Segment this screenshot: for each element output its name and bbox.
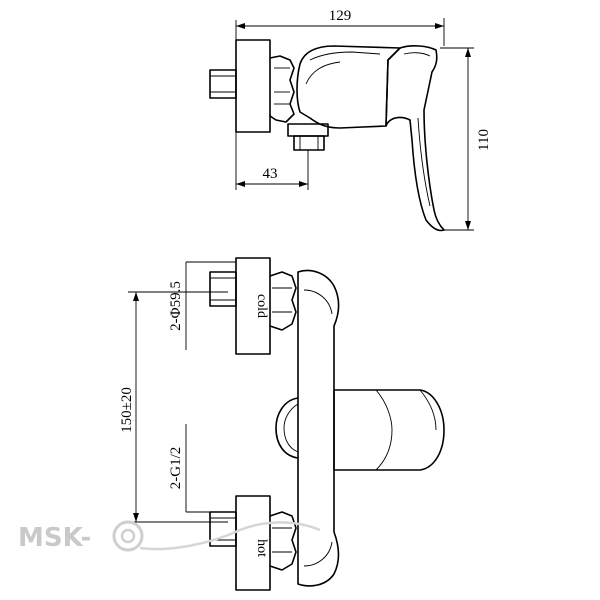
dimension-height-label: 110	[476, 129, 492, 151]
cold-inlet: cold	[209, 257, 297, 355]
mixer-body	[296, 45, 401, 129]
mixer-body-vertical	[297, 269, 340, 587]
watermark-text: MSK-	[18, 523, 91, 553]
dimension-center-distance: 150±20	[119, 291, 228, 523]
dimension-width-label: 129	[329, 8, 352, 24]
dimension-diameter-label: 2-Φ59.5	[168, 281, 184, 331]
cartridge-back	[275, 397, 299, 459]
cold-label: cold	[254, 294, 269, 318]
top-view: 129	[209, 8, 492, 232]
dimension-center-distance-label: 150±20	[119, 387, 135, 433]
dimension-offset-label: 43	[263, 166, 278, 182]
dimension-height: 110	[440, 47, 492, 231]
dimension-diameter: 2-Φ59.5	[168, 261, 236, 350]
inlet-stub	[209, 69, 237, 99]
dimension-thread: 2-G1/2	[168, 424, 210, 513]
dimension-width: 129	[235, 8, 445, 46]
dimension-thread-label: 2-G1/2	[168, 447, 184, 490]
hot-inlet: hot	[209, 495, 297, 591]
hex-nut	[269, 55, 295, 123]
watermark: MSK-	[18, 520, 321, 553]
lever-front	[333, 389, 445, 471]
escutcheon-flange	[235, 39, 271, 133]
dimension-offset: 43	[235, 132, 309, 190]
hot-label: hot	[254, 539, 269, 557]
outlet-connector	[287, 123, 329, 151]
lever-handle	[385, 45, 445, 232]
front-view: 150±20 2-Φ59.5 2-G1/2 cold	[119, 257, 445, 591]
watermark-logo	[112, 520, 321, 552]
